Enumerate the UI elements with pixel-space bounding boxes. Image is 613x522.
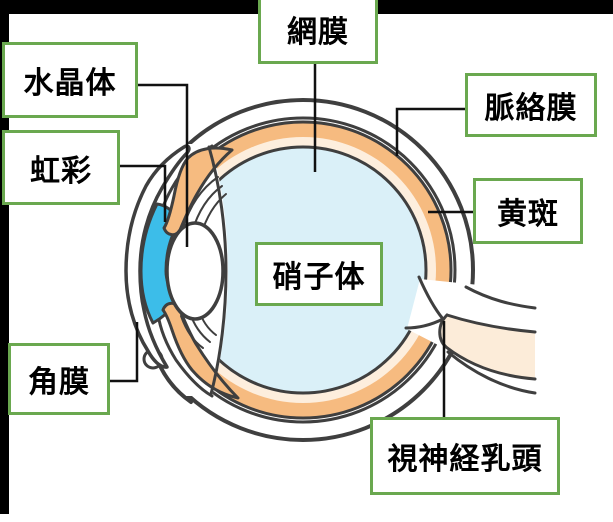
sclera-outline-front-bottom bbox=[158, 364, 193, 404]
label-cornea-text: 角膜 bbox=[28, 366, 90, 399]
label-choroid: 脈絡膜 bbox=[465, 73, 597, 137]
optic-nerve-top-edge bbox=[445, 313, 537, 334]
label-optic-disc-text: 視神経乳頭 bbox=[387, 443, 543, 476]
nerve-sheath-lower bbox=[446, 350, 537, 395]
label-retina: 網膜 bbox=[258, 0, 378, 64]
leader-iris bbox=[120, 164, 167, 222]
frame-left-bar bbox=[0, 0, 9, 514]
leader-lines bbox=[110, 64, 473, 417]
label-retina-text: 網膜 bbox=[287, 16, 349, 49]
label-iris-text: 虹彩 bbox=[30, 154, 92, 188]
zonule-fiber bbox=[180, 315, 204, 349]
label-lens: 水晶体 bbox=[2, 42, 138, 118]
label-macula: 黄斑 bbox=[473, 178, 583, 244]
label-choroid-text: 脈絡膜 bbox=[484, 92, 578, 125]
label-cornea: 角膜 bbox=[8, 343, 110, 415]
leader-lens bbox=[138, 83, 189, 247]
label-lens-text: 水晶体 bbox=[23, 67, 117, 100]
optic-disc-notch bbox=[417, 275, 445, 321]
label-optic-disc: 視神経乳頭 bbox=[370, 417, 560, 495]
leader-cornea bbox=[110, 322, 139, 383]
label-vitreous: 硝子体 bbox=[255, 242, 383, 306]
label-vitreous-text: 硝子体 bbox=[272, 261, 366, 294]
optic-nerve bbox=[439, 315, 535, 379]
anterior-hyaloid bbox=[207, 145, 228, 396]
sclera-front-contour-bottom bbox=[156, 312, 214, 398]
optic-nerve-bottom-edge bbox=[444, 345, 537, 381]
anterior-segment bbox=[100, 144, 240, 404]
lens bbox=[165, 221, 225, 321]
iris-lower bbox=[161, 301, 240, 400]
zonule-fiber bbox=[182, 176, 219, 229]
label-iris: 虹彩 bbox=[2, 130, 120, 205]
leader-choroid bbox=[395, 107, 465, 156]
optic-nerve-group bbox=[404, 275, 597, 427]
optic-disc-notch-lower bbox=[404, 317, 445, 330]
cornea bbox=[124, 144, 191, 369]
label-macula-text: 黄斑 bbox=[497, 198, 559, 231]
nerve-sheath-upper bbox=[464, 285, 537, 310]
